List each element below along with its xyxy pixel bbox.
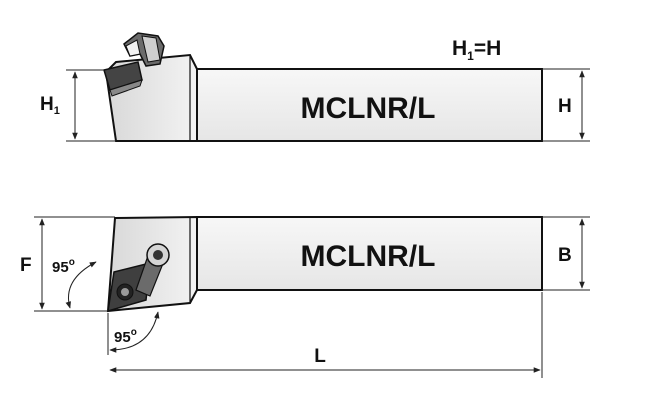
dim-h1-sub: 1 (54, 105, 60, 117)
dim-f: F (20, 216, 115, 312)
angle-bottom-degree: o (131, 327, 137, 338)
angle-left-value: 95 (52, 259, 69, 276)
note-h: H (452, 37, 467, 60)
top-clamp (135, 243, 170, 297)
dim-f-label: F (20, 255, 32, 276)
dim-l-label: L (314, 346, 326, 367)
dim-h-label: H (558, 96, 572, 117)
dim-h: H (542, 68, 590, 142)
side-clamp (123, 32, 165, 67)
angle-bottom-value: 95 (114, 329, 131, 346)
angle-left-label: 95o (52, 257, 75, 276)
dim-b: B (542, 216, 590, 291)
top-view: MCLNR/L F 95o 95o B (20, 215, 590, 378)
note-sub: 1 (467, 49, 474, 63)
dim-h1-main: H (40, 94, 54, 115)
angle-left: 95o (52, 257, 97, 309)
dim-h1-label: H1 (40, 94, 60, 117)
angle-bottom-label: 95o (114, 327, 137, 346)
side-shank (196, 68, 543, 142)
dim-l: L (109, 292, 543, 378)
angle-bottom: 95o (107, 311, 160, 355)
top-model-label: MCLNR/L (301, 240, 436, 273)
side-model-label: MCLNR/L (301, 92, 436, 125)
top-shank (196, 216, 543, 291)
note-tail: =H (474, 37, 501, 60)
side-view: MCLNR/L H1=H H1 H (40, 32, 590, 142)
angle-left-degree: o (69, 257, 75, 268)
h1-equals-h-note: H1=H (452, 37, 501, 63)
dim-h1: H1 (40, 69, 116, 142)
dim-b-label: B (558, 245, 572, 266)
